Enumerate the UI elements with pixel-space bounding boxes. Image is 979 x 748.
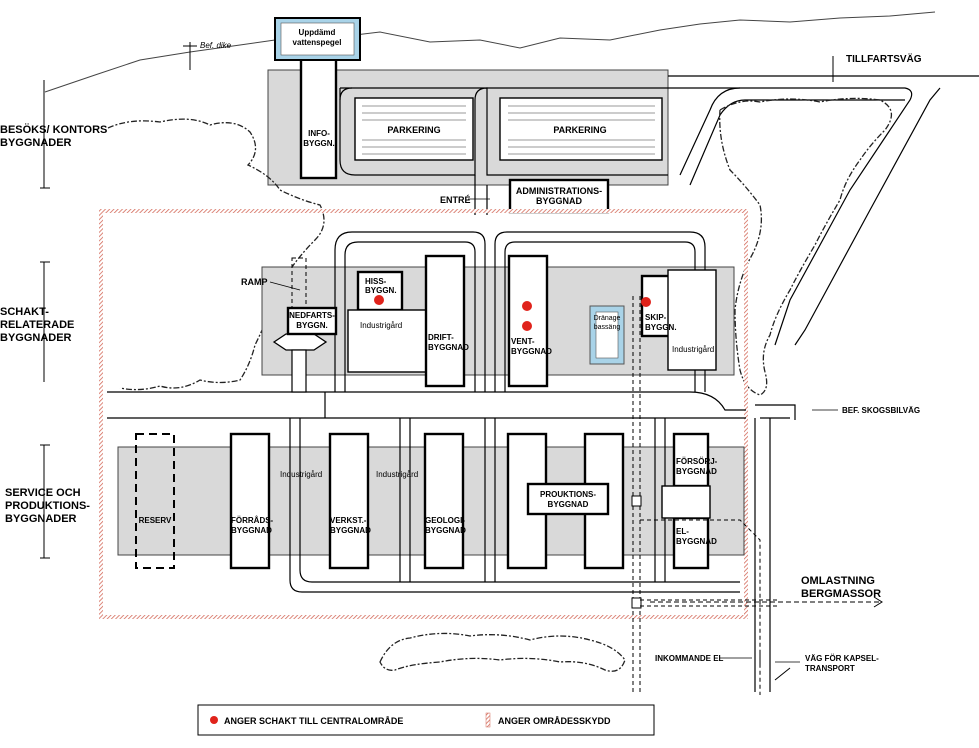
info-building <box>299 56 338 180</box>
protection-boundary <box>99 209 748 619</box>
production-building <box>526 482 610 516</box>
info-building-label-1: INFO- <box>308 129 330 138</box>
legend-protection-label: ANGER OMRÅDESSKYDD <box>498 716 611 726</box>
storage-building-label-1: FÖRRÅDS- <box>231 516 274 525</box>
drainage-pond-label-1: Dränage <box>594 315 621 322</box>
operations-building-label-1: DRIFT- <box>428 333 454 342</box>
courtyard-4-label: Industrigård <box>376 470 418 479</box>
descent-building <box>286 306 338 336</box>
incoming-power-label: INKOMMANDE EL <box>655 654 724 663</box>
drainage-pond-label-2: bassäng <box>594 324 621 331</box>
service-zone-label-2: PRODUKTIONS- <box>5 500 90 512</box>
forest-left <box>107 118 325 391</box>
skip-building-label-2: BYGGN. <box>645 323 677 332</box>
supply-building-label-2: BYGGNAD <box>676 467 717 476</box>
vent-building-label-1: VENT- <box>511 337 535 346</box>
ramp-arrow <box>272 333 328 351</box>
capsule-road-label-1: VÄG FÖR KAPSEL- <box>805 654 879 663</box>
rock-transfer-label-2: BERGMASSOR <box>801 588 881 600</box>
production-building-label-2: BYGGNAD <box>548 500 589 509</box>
descent-building-label-2: BYGGN. <box>296 321 328 330</box>
legend-shaft-marker <box>210 716 218 724</box>
entrance-label: ENTRÉ <box>440 195 471 205</box>
geology-building <box>423 432 465 570</box>
electric-building-label-2: BYGGNAD <box>676 537 717 546</box>
capsule-road <box>754 404 796 692</box>
visitor-zone-label-2: BYGGNADER <box>0 137 72 149</box>
workshop-building <box>328 432 370 570</box>
terrain-line <box>44 11 936 93</box>
shaft-marker <box>641 297 651 307</box>
parking-right <box>499 97 663 161</box>
parking-left <box>354 97 474 161</box>
visitor-zone-label-1: BESÖKS/ KONTORS <box>0 123 107 136</box>
vent-building-label-2: BYGGNAD <box>511 347 552 356</box>
parking-left-label: PARKERING <box>387 125 440 135</box>
courtyard-1-label: Industrigård <box>360 321 402 330</box>
shaft-zone-label-1: SCHAKT- <box>0 306 49 318</box>
admin-building <box>508 178 610 214</box>
descent-building-label-1: NEDFARTS- <box>289 311 335 320</box>
parking-right-label: PARKERING <box>553 125 606 135</box>
supply-building-label-1: FÖRSÖRJ- <box>676 457 718 466</box>
forest-right <box>719 97 892 396</box>
internal-roads <box>107 231 746 593</box>
legend-protection-swatch <box>485 712 491 728</box>
dike-label: Bef. dike <box>200 41 232 50</box>
geology-building-label-1: GEOLOGI- <box>425 516 465 525</box>
rock-transfer-label-1: OMLASTNING <box>801 575 875 587</box>
forest-road-label: BEF. SKOGSBILVÄG <box>842 406 920 415</box>
service-zone-label-3: BYGGNADER <box>5 513 77 525</box>
admin-building-label-2: BYGGNAD <box>536 196 583 206</box>
reserve-area <box>135 433 175 569</box>
forest-bottom <box>379 632 626 672</box>
ramp-label: RAMP <box>241 277 268 287</box>
access-road-label: TILLFARTSVÄG <box>846 52 922 65</box>
reserve-label: RESERV <box>139 516 172 525</box>
shaft-marker <box>522 321 532 331</box>
operations-building <box>424 254 466 388</box>
pointer-lines <box>269 198 838 663</box>
operations-building-label-2: BYGGNAD <box>428 343 469 352</box>
pond-label-2: vattenspegel <box>293 38 342 47</box>
service-zone-label-1: SERVICE OCH <box>5 487 81 499</box>
courtyard-3-label: Industrigård <box>280 470 322 479</box>
vent-building <box>507 254 549 388</box>
parking-right-stripes <box>508 105 655 155</box>
geology-building-label-2: BYGGNAD <box>425 526 466 535</box>
admin-building-label-1: ADMINISTRATIONS- <box>516 186 602 196</box>
parking-left-stripes <box>362 105 466 155</box>
ramp-path <box>291 257 307 341</box>
capsule-road-label-2: TRANSPORT <box>805 664 855 673</box>
access-road <box>668 75 979 346</box>
electric-building <box>672 516 710 570</box>
storage-building-label-2: BYGGNAD <box>231 526 272 535</box>
shaft-zone-label-2: RELATERADE <box>0 319 74 331</box>
courtyard-2-label: Industrigård <box>672 345 714 354</box>
legend-shaft-label: ANGER SCHAKT TILL CENTRALOMRÅDE <box>224 716 403 726</box>
shaft-marker <box>374 295 384 305</box>
storage-building <box>229 432 271 570</box>
shaft-zone-label-3: BYGGNADER <box>0 332 72 344</box>
lift-building-label-2: BYGGN. <box>365 286 397 295</box>
skip-building-label-1: SKIP- <box>645 313 667 322</box>
info-building-label-2: BYGGN. <box>303 139 335 148</box>
rock-transfer-arrow <box>650 596 883 608</box>
pond-label-1: Uppdämd <box>299 28 336 37</box>
shaft-marker <box>522 301 532 311</box>
left-section-ticks <box>40 80 50 559</box>
lift-building-label-1: HISS- <box>365 277 387 286</box>
workshop-building-label-2: BYGGNAD <box>330 526 371 535</box>
workshop-building-label-1: VERKST.- <box>330 516 367 525</box>
skip-transport-lines <box>631 296 780 695</box>
supply-building <box>672 432 710 488</box>
production-building-label-1: PROUKTIONS- <box>540 490 596 499</box>
electric-building-label-1: EL- <box>676 527 689 536</box>
legend-box <box>197 704 655 736</box>
